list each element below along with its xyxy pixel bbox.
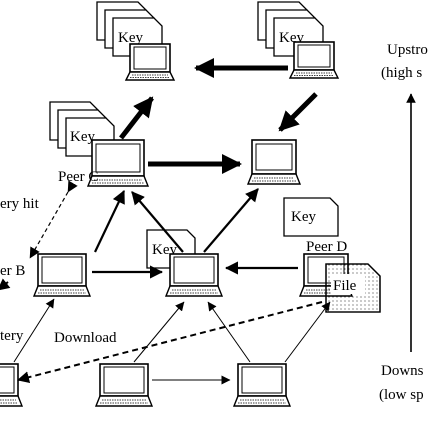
- query-hit-label: ery hit: [0, 196, 40, 212]
- edge-center-to-peerc: [131, 191, 184, 253]
- laptop-bottom-mid: [94, 363, 154, 407]
- laptop-top-right: [288, 41, 340, 79]
- axis-bottom-line2: (low sp: [379, 387, 424, 403]
- laptop-bottom-left: [0, 363, 24, 407]
- axis-top-line2: (high s: [381, 65, 422, 81]
- axis-top-line1: Upstro: [387, 42, 428, 58]
- peer-d-label: Peer D: [306, 239, 347, 255]
- laptop-peer-c: [86, 139, 150, 187]
- edge-query-hit-dashed: [29, 180, 78, 259]
- key-doc-stack-top-left: Key: [96, 1, 163, 57]
- laptop-center: [164, 253, 224, 297]
- edge-download-dashed: [17, 301, 323, 384]
- key-label: Key: [118, 30, 143, 46]
- edge-bottommid-to-center: [133, 301, 185, 363]
- edge-peerc-to-topleft: [119, 96, 154, 140]
- key-label: Key: [70, 129, 95, 145]
- edge-bottomright-to-peerd: [284, 301, 331, 363]
- query-label: tery: [0, 328, 24, 344]
- edge-peerb-to-peerc: [94, 190, 125, 253]
- edge-bottomleft-to-peerb: [13, 298, 55, 363]
- file-label: File: [333, 278, 357, 294]
- axis-bottom-line1: Downs: [381, 363, 424, 379]
- laptop-peer-b: [32, 253, 92, 297]
- edge-topright-to-middleright: [278, 92, 318, 132]
- download-label: Download: [54, 330, 117, 346]
- edge-center-to-middleright: [203, 188, 259, 253]
- key-label: Key: [291, 209, 316, 225]
- edge-bottomright-to-center: [207, 301, 251, 363]
- speed-axis: Upstro (high s Downs (low sp: [379, 42, 428, 403]
- file-doc-peer-d: File: [325, 263, 381, 313]
- peer-b-label: er B: [0, 263, 25, 279]
- laptop-top-left: [124, 43, 176, 81]
- key-doc-peer-d: Key: [283, 197, 339, 237]
- edge-peerb-offscreen: [0, 278, 11, 291]
- laptop-bottom-right: [232, 363, 292, 407]
- peer-c-label: Peer C: [58, 169, 98, 185]
- laptop-middle-right: [246, 139, 302, 185]
